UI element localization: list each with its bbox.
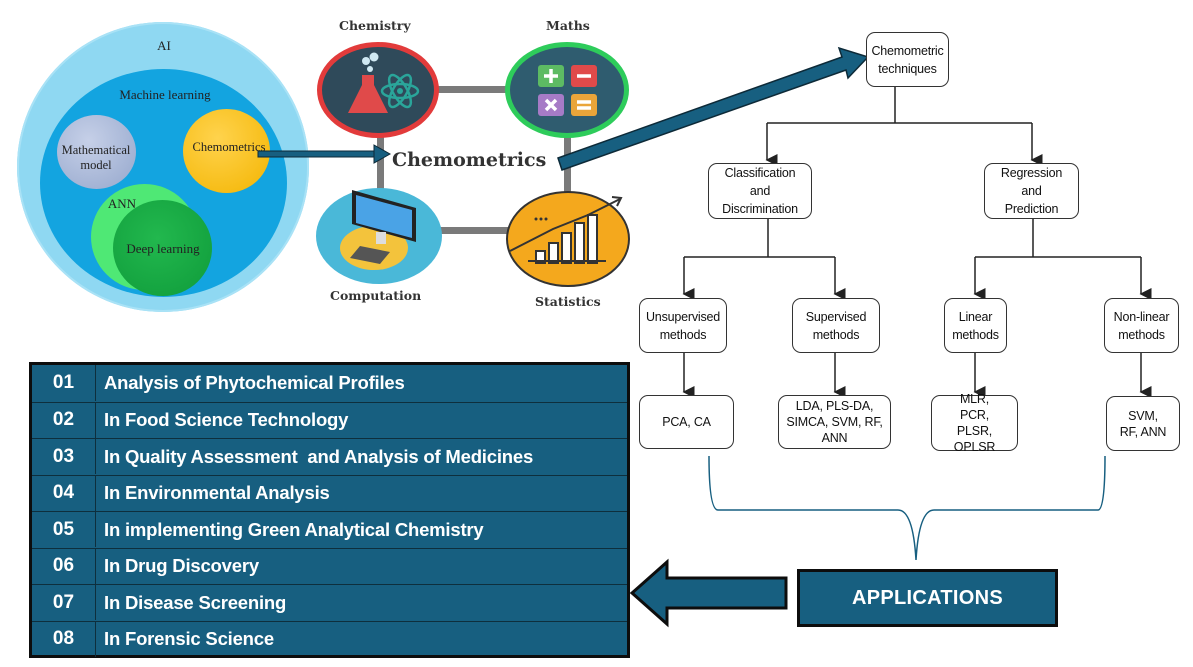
node-regression: Regression and Prediction (984, 163, 1079, 219)
item-text: In implementing Green Analytical Chemist… (104, 518, 484, 540)
chemometrics-center-label: Chemometrics (392, 149, 547, 171)
list-item: 06 In Drug Discovery (32, 547, 627, 584)
hub-center-bg (386, 142, 562, 178)
maths-label: Maths (546, 18, 590, 33)
item-text: In Quality Assessment and Analysis of Me… (104, 445, 534, 467)
chemistry-label: Chemistry (339, 18, 411, 33)
chemometrics-venn-label: Chemometrics (192, 140, 266, 154)
node-supervised-examples: LDA, PLS-DA, SIMCA, SVM, RF, ANN (778, 395, 891, 449)
applications-bracket (708, 455, 1106, 561)
node-chemometric-techniques: Chemometric techniques (866, 32, 949, 87)
arrow-hub-to-techniques (557, 46, 870, 171)
node-unsupervised-examples: PCA, CA (639, 395, 734, 449)
item-number: 08 (32, 621, 96, 657)
list-item: 03 In Quality Assessment and Analysis of… (32, 438, 627, 474)
item-text: In Disease Screening (104, 591, 287, 613)
computation-icon (316, 188, 442, 284)
node-unsupervised: Unsupervised methods (639, 298, 727, 353)
chemometrics-circle (183, 109, 270, 193)
item-number: 02 (32, 402, 96, 438)
item-number: 03 (32, 439, 96, 474)
list-item: 08 In Forensic Science (32, 620, 627, 657)
arrow-venn-to-hub (257, 144, 392, 164)
deep-learning-circle (113, 200, 212, 296)
list-item: 05 In implementing Green Analytical Chem… (32, 511, 627, 547)
ann-label: ANN (107, 196, 137, 211)
ai-label: AI (157, 38, 171, 53)
item-number: 01 (32, 365, 96, 401)
item-text: In Food Science Technology (104, 409, 349, 430)
arrow-applications-to-list (629, 558, 788, 628)
item-text: In Forensic Science (104, 628, 274, 649)
node-classification: Classification and Discrimination (708, 163, 812, 219)
machine-learning-label: Machine learning (119, 87, 211, 102)
computation-label: Computation (330, 288, 422, 303)
mathematical-model-label: Mathematical model (61, 143, 131, 172)
list-item: 04 In Environmental Analysis (32, 474, 627, 511)
item-text: In Environmental Analysis (104, 482, 330, 503)
list-item: 01 Analysis of Phytochemical Profiles (32, 365, 627, 401)
list-item: 07 In Disease Screening (32, 584, 627, 620)
item-number: 05 (32, 512, 96, 547)
statistics-icon (506, 191, 630, 287)
node-linear: Linear methods (944, 298, 1007, 353)
item-number: 04 (32, 475, 96, 511)
item-text: Analysis of Phytochemical Profiles (104, 372, 405, 393)
applications-list: 01 Analysis of Phytochemical Profiles 02… (29, 362, 630, 658)
maths-icon (505, 42, 629, 138)
item-number: 06 (32, 548, 96, 584)
node-supervised: Supervised methods (792, 298, 880, 353)
chemistry-icon (317, 42, 439, 138)
node-nonlinear: Non-linear methods (1104, 298, 1179, 353)
item-text: In Drug Discovery (104, 555, 259, 576)
node-linear-examples: MLR, PCR, PLSR, OPLSR (931, 392, 1018, 454)
list-item: 02 In Food Science Technology (32, 401, 627, 438)
statistics-label: Statistics (535, 294, 601, 309)
applications-box: APPLICATIONS (797, 569, 1058, 627)
mathematical-model-circle (57, 115, 136, 189)
deep-learning-label: Deep learning (126, 241, 200, 256)
item-number: 07 (32, 585, 96, 620)
node-nonlinear-examples: SVM, RF, ANN (1106, 396, 1180, 451)
